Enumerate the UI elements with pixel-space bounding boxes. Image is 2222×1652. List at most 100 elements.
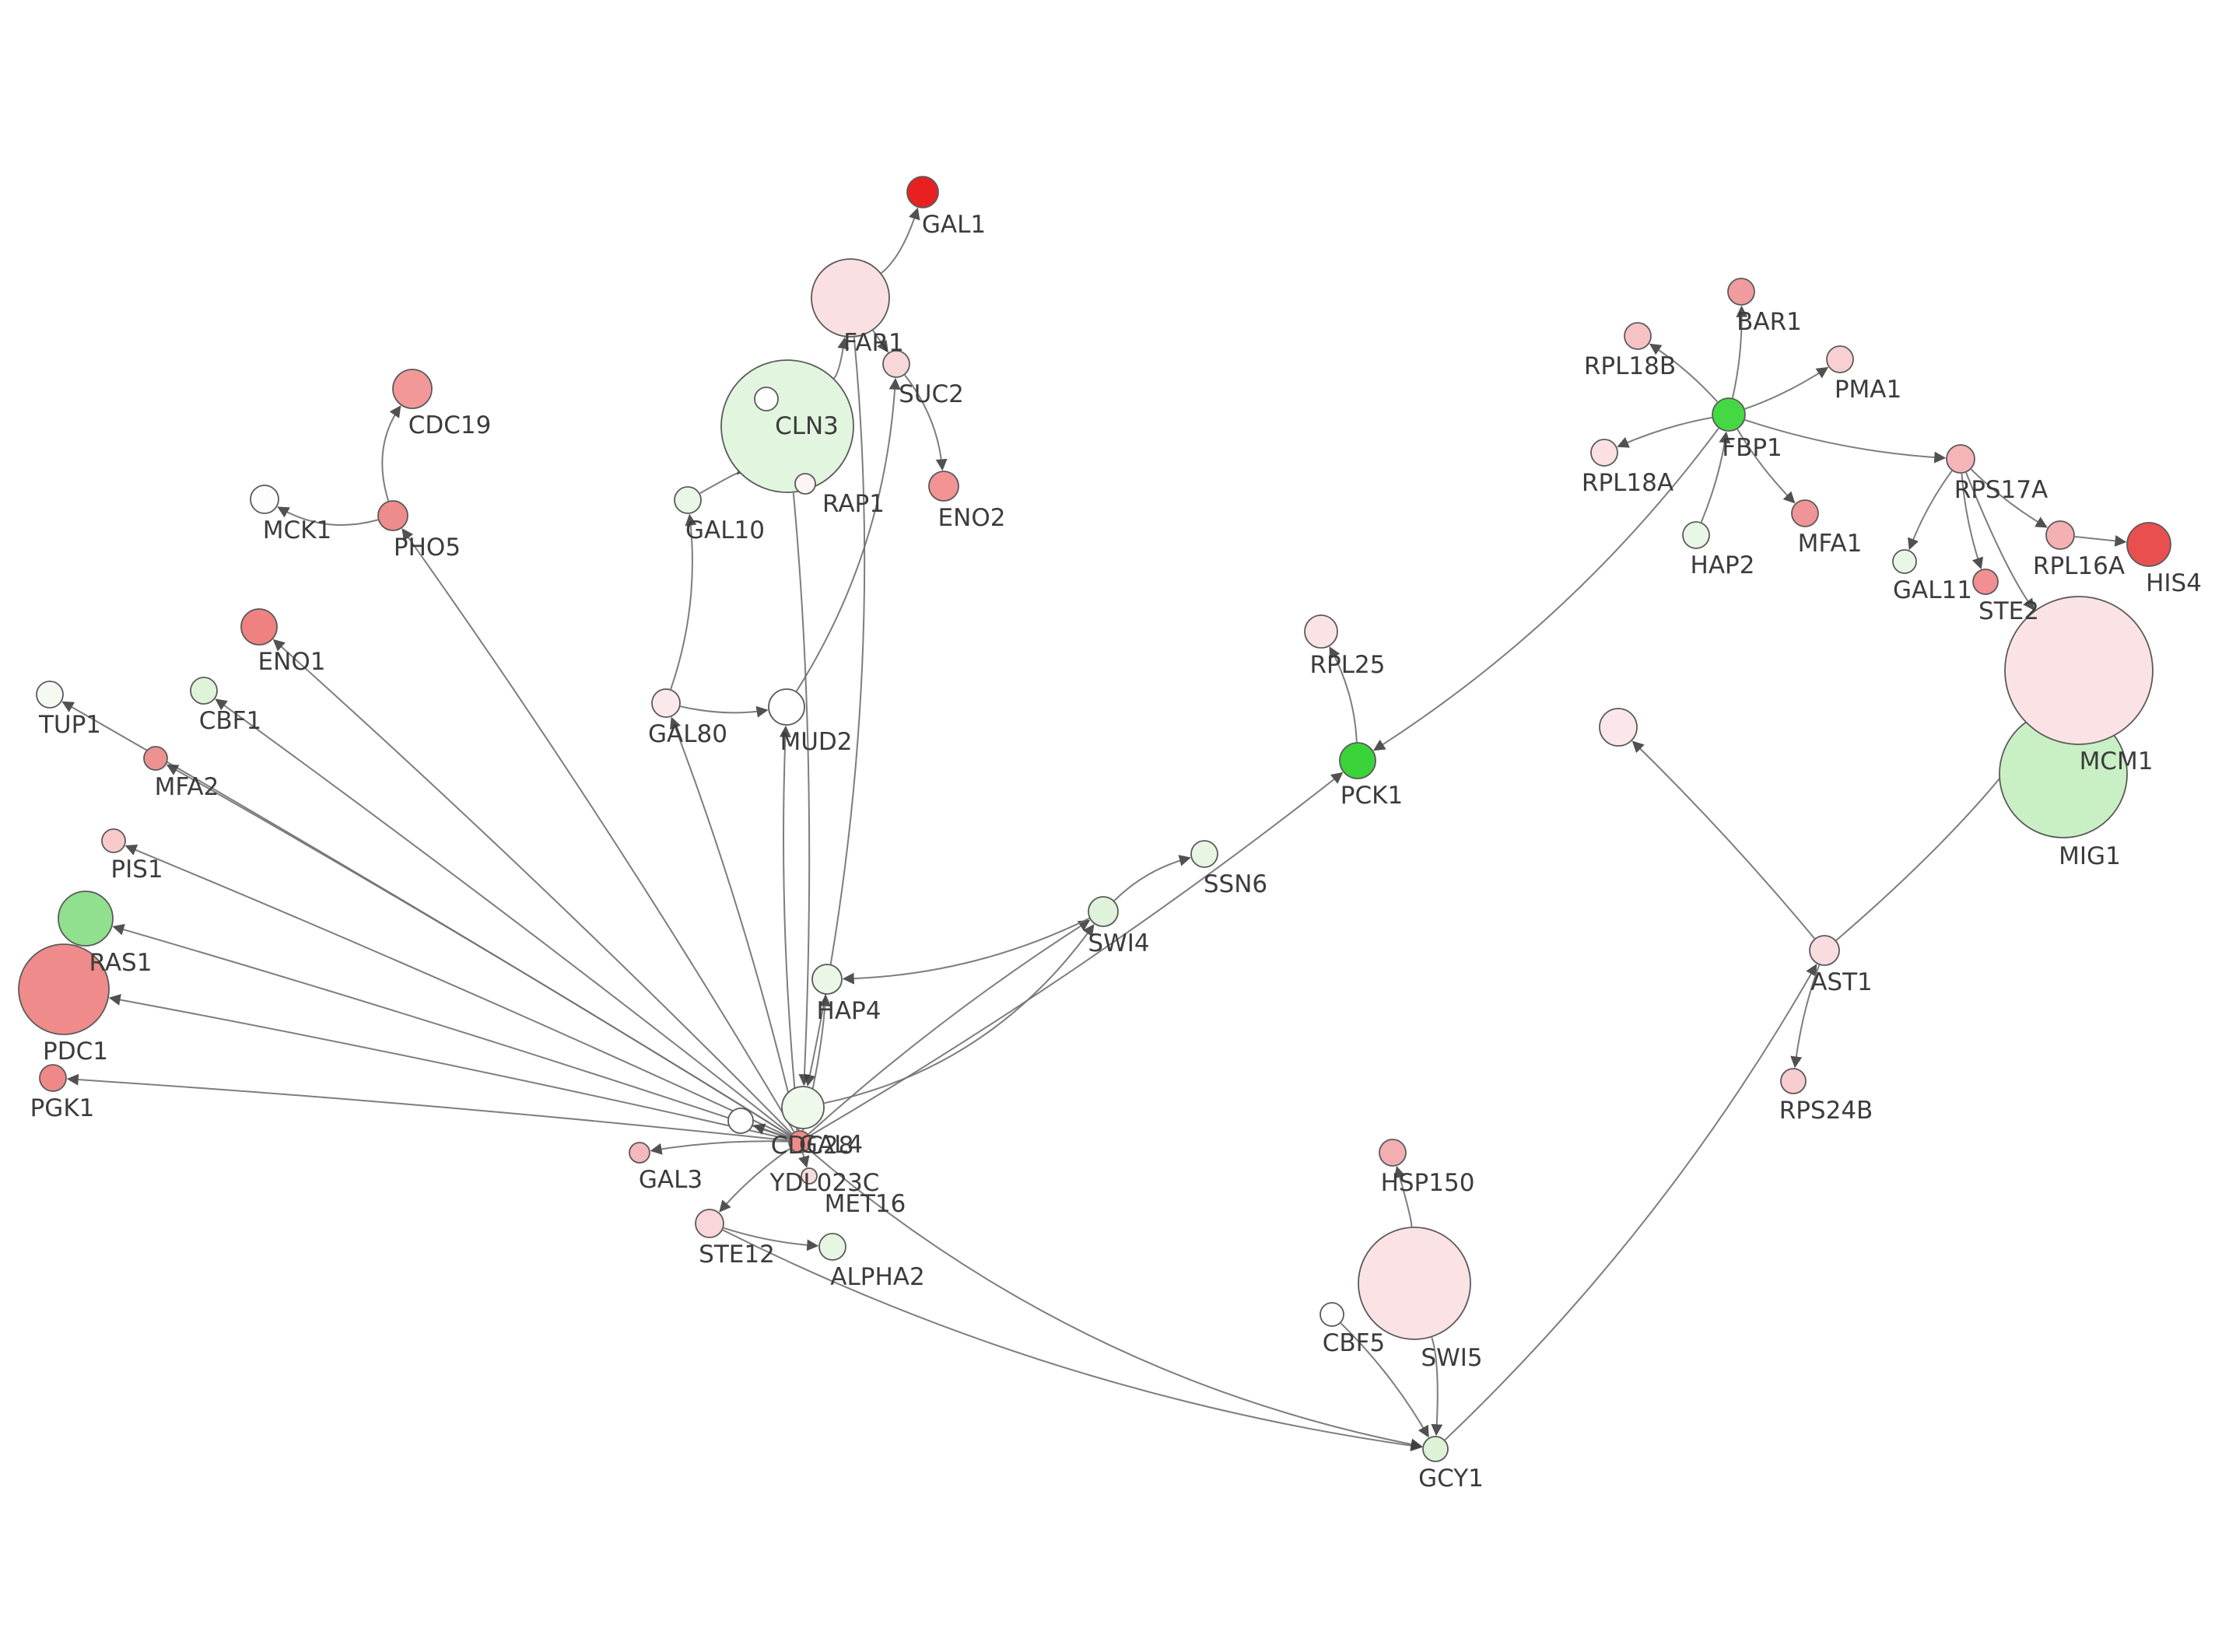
node-cbf1[interactable] [190, 677, 218, 705]
node-rpl18a[interactable] [1590, 439, 1618, 467]
node-pck1[interactable] [1339, 742, 1376, 779]
edge-gal4-gal3[interactable] [650, 1140, 789, 1155]
node-gal10[interactable] [674, 486, 702, 514]
node-gal1[interactable] [906, 176, 939, 208]
node-cdc19[interactable] [392, 369, 433, 409]
node-ras1[interactable] [58, 891, 114, 947]
edge-gal4-pho5[interactable] [401, 528, 795, 1132]
edge-rps17a-gal11[interactable] [1908, 470, 1953, 551]
edge-mud2-suc2[interactable] [795, 377, 901, 692]
edge-gal4-pis1[interactable] [124, 844, 790, 1138]
node-tup1[interactable] [36, 681, 64, 709]
edge-gal4-eno1[interactable] [272, 639, 793, 1135]
node-swi5[interactable] [1358, 1227, 1471, 1340]
edge-ste12-alpha2[interactable] [723, 1227, 819, 1251]
edge-gal80-mud2[interactable] [680, 705, 769, 718]
node-ste12[interactable] [695, 1209, 724, 1238]
node-pma1[interactable] [1826, 345, 1854, 373]
edge-ast1-n2[interactable] [1631, 740, 1815, 940]
node-rpl18b[interactable] [1624, 322, 1652, 350]
edge-gal4-gcy1[interactable] [808, 1149, 1423, 1451]
edge-cdc28-swi4[interactable] [824, 924, 1095, 1104]
node-rps24b[interactable] [1780, 1068, 1807, 1094]
node-pgk1[interactable] [39, 1064, 67, 1092]
node-gcy1[interactable] [1422, 1436, 1449, 1462]
edge-pho5-mck1[interactable] [277, 506, 378, 526]
edge-rpl16a-his4[interactable] [2074, 534, 2127, 547]
node-hap2[interactable] [1682, 521, 1710, 549]
node-ast1[interactable] [1809, 935, 1840, 966]
edge-pho5-cdc19[interactable] [381, 405, 401, 502]
edge-fbp1-rpl18a[interactable] [1617, 416, 1712, 448]
edge-rps17a-mcm1[interactable] [1965, 472, 2035, 611]
node-n2[interactable] [1599, 708, 1638, 747]
node-alpha2[interactable] [818, 1233, 846, 1261]
node-mck1[interactable] [250, 485, 279, 514]
node-fbp1[interactable] [1712, 397, 1746, 432]
edge-far1-suc2[interactable] [872, 330, 888, 353]
edge-fbp1-mfa1[interactable] [1737, 429, 1796, 504]
edge-cbf5-gcy1[interactable] [1340, 1322, 1429, 1438]
edge-gal4-pgk1[interactable] [66, 1073, 789, 1142]
edge-hap2-fbp1[interactable] [1700, 431, 1731, 523]
node-ydl023c[interactable] [727, 1108, 754, 1134]
node-rpl16a[interactable] [2045, 520, 2075, 550]
node-pis1[interactable] [101, 828, 126, 853]
node-gal3[interactable] [629, 1142, 650, 1164]
node-met16[interactable] [801, 1167, 818, 1185]
edge-swi4-ssn6[interactable] [1113, 855, 1191, 901]
node-rps17a[interactable] [1946, 444, 1975, 474]
edge-rps17a-rpl16a[interactable] [1970, 468, 2048, 528]
node-eno1[interactable] [240, 608, 278, 646]
node-ssn6[interactable] [1190, 840, 1218, 868]
node-eno2[interactable] [928, 471, 959, 502]
node-swi4[interactable] [1088, 896, 1119, 927]
edge-fbp1-pma1[interactable] [1744, 366, 1829, 410]
node-pho5[interactable] [377, 500, 408, 531]
node-mud2[interactable] [768, 688, 805, 726]
node-far1[interactable] [811, 258, 890, 338]
edge-ast1-rps24b[interactable] [1790, 964, 1821, 1069]
edge-gal4-cbf1[interactable] [215, 698, 791, 1136]
edge-gcy1-ast1[interactable] [1444, 964, 1817, 1441]
edge-gal80-gal10[interactable] [670, 513, 697, 690]
edge-gal4-ras1[interactable] [112, 923, 790, 1139]
edge-gal4-pck1[interactable] [809, 772, 1344, 1137]
edge-cln3-far1[interactable] [833, 337, 850, 380]
node-hsp150[interactable] [1379, 1139, 1407, 1167]
node-ste2[interactable] [1972, 569, 1999, 595]
node-cbf5[interactable] [1320, 1302, 1344, 1327]
edge-suc2-eno2[interactable] [904, 374, 948, 471]
node-cln3[interactable] [720, 359, 854, 493]
node-his4[interactable] [2126, 522, 2171, 567]
node-rap1[interactable] [794, 473, 816, 495]
edge-gal4-ydl023c[interactable] [752, 1123, 790, 1139]
node-bar1[interactable] [1727, 278, 1755, 306]
edge-fbp1-rps17a[interactable] [1744, 418, 1947, 464]
node-suc2[interactable] [882, 350, 910, 378]
node-mfa2[interactable] [143, 746, 168, 771]
edge-far1-gal1[interactable] [881, 207, 920, 274]
edge-fbp1-bar1[interactable] [1731, 305, 1748, 398]
edge-pck1-rpl25[interactable] [1329, 646, 1358, 743]
node-gal80[interactable] [651, 688, 681, 718]
edge-swi4-hap4[interactable] [842, 917, 1090, 985]
edge-fbp1-rpl18b[interactable] [1649, 343, 1719, 403]
edge-gal4-pdc1[interactable] [108, 994, 789, 1140]
node-gal11[interactable] [1892, 549, 1917, 574]
edge-fbp1-pck1[interactable] [1373, 428, 1719, 751]
edge-cln3-cdc28[interactable] [792, 492, 811, 1087]
edge-gal4-mud2[interactable] [779, 725, 800, 1131]
edge-gal4-mfa2[interactable] [166, 764, 790, 1136]
edge-ste12-gcy1[interactable] [722, 1229, 1423, 1452]
node-rpl25[interactable] [1304, 614, 1338, 649]
edge-gal4-swi4[interactable] [808, 919, 1091, 1135]
node-hap4[interactable] [811, 964, 843, 995]
edge-rps17a-ste2[interactable] [1961, 473, 1984, 570]
edge-swi5-gcy1[interactable] [1431, 1337, 1443, 1437]
edge-gal4-ste12[interactable] [719, 1147, 791, 1213]
edge-gal4-gal80[interactable] [670, 716, 798, 1131]
edge-gal10-cln3[interactable] [699, 462, 749, 495]
node-n1[interactable] [754, 387, 779, 411]
node-pdc1[interactable] [18, 943, 110, 1035]
